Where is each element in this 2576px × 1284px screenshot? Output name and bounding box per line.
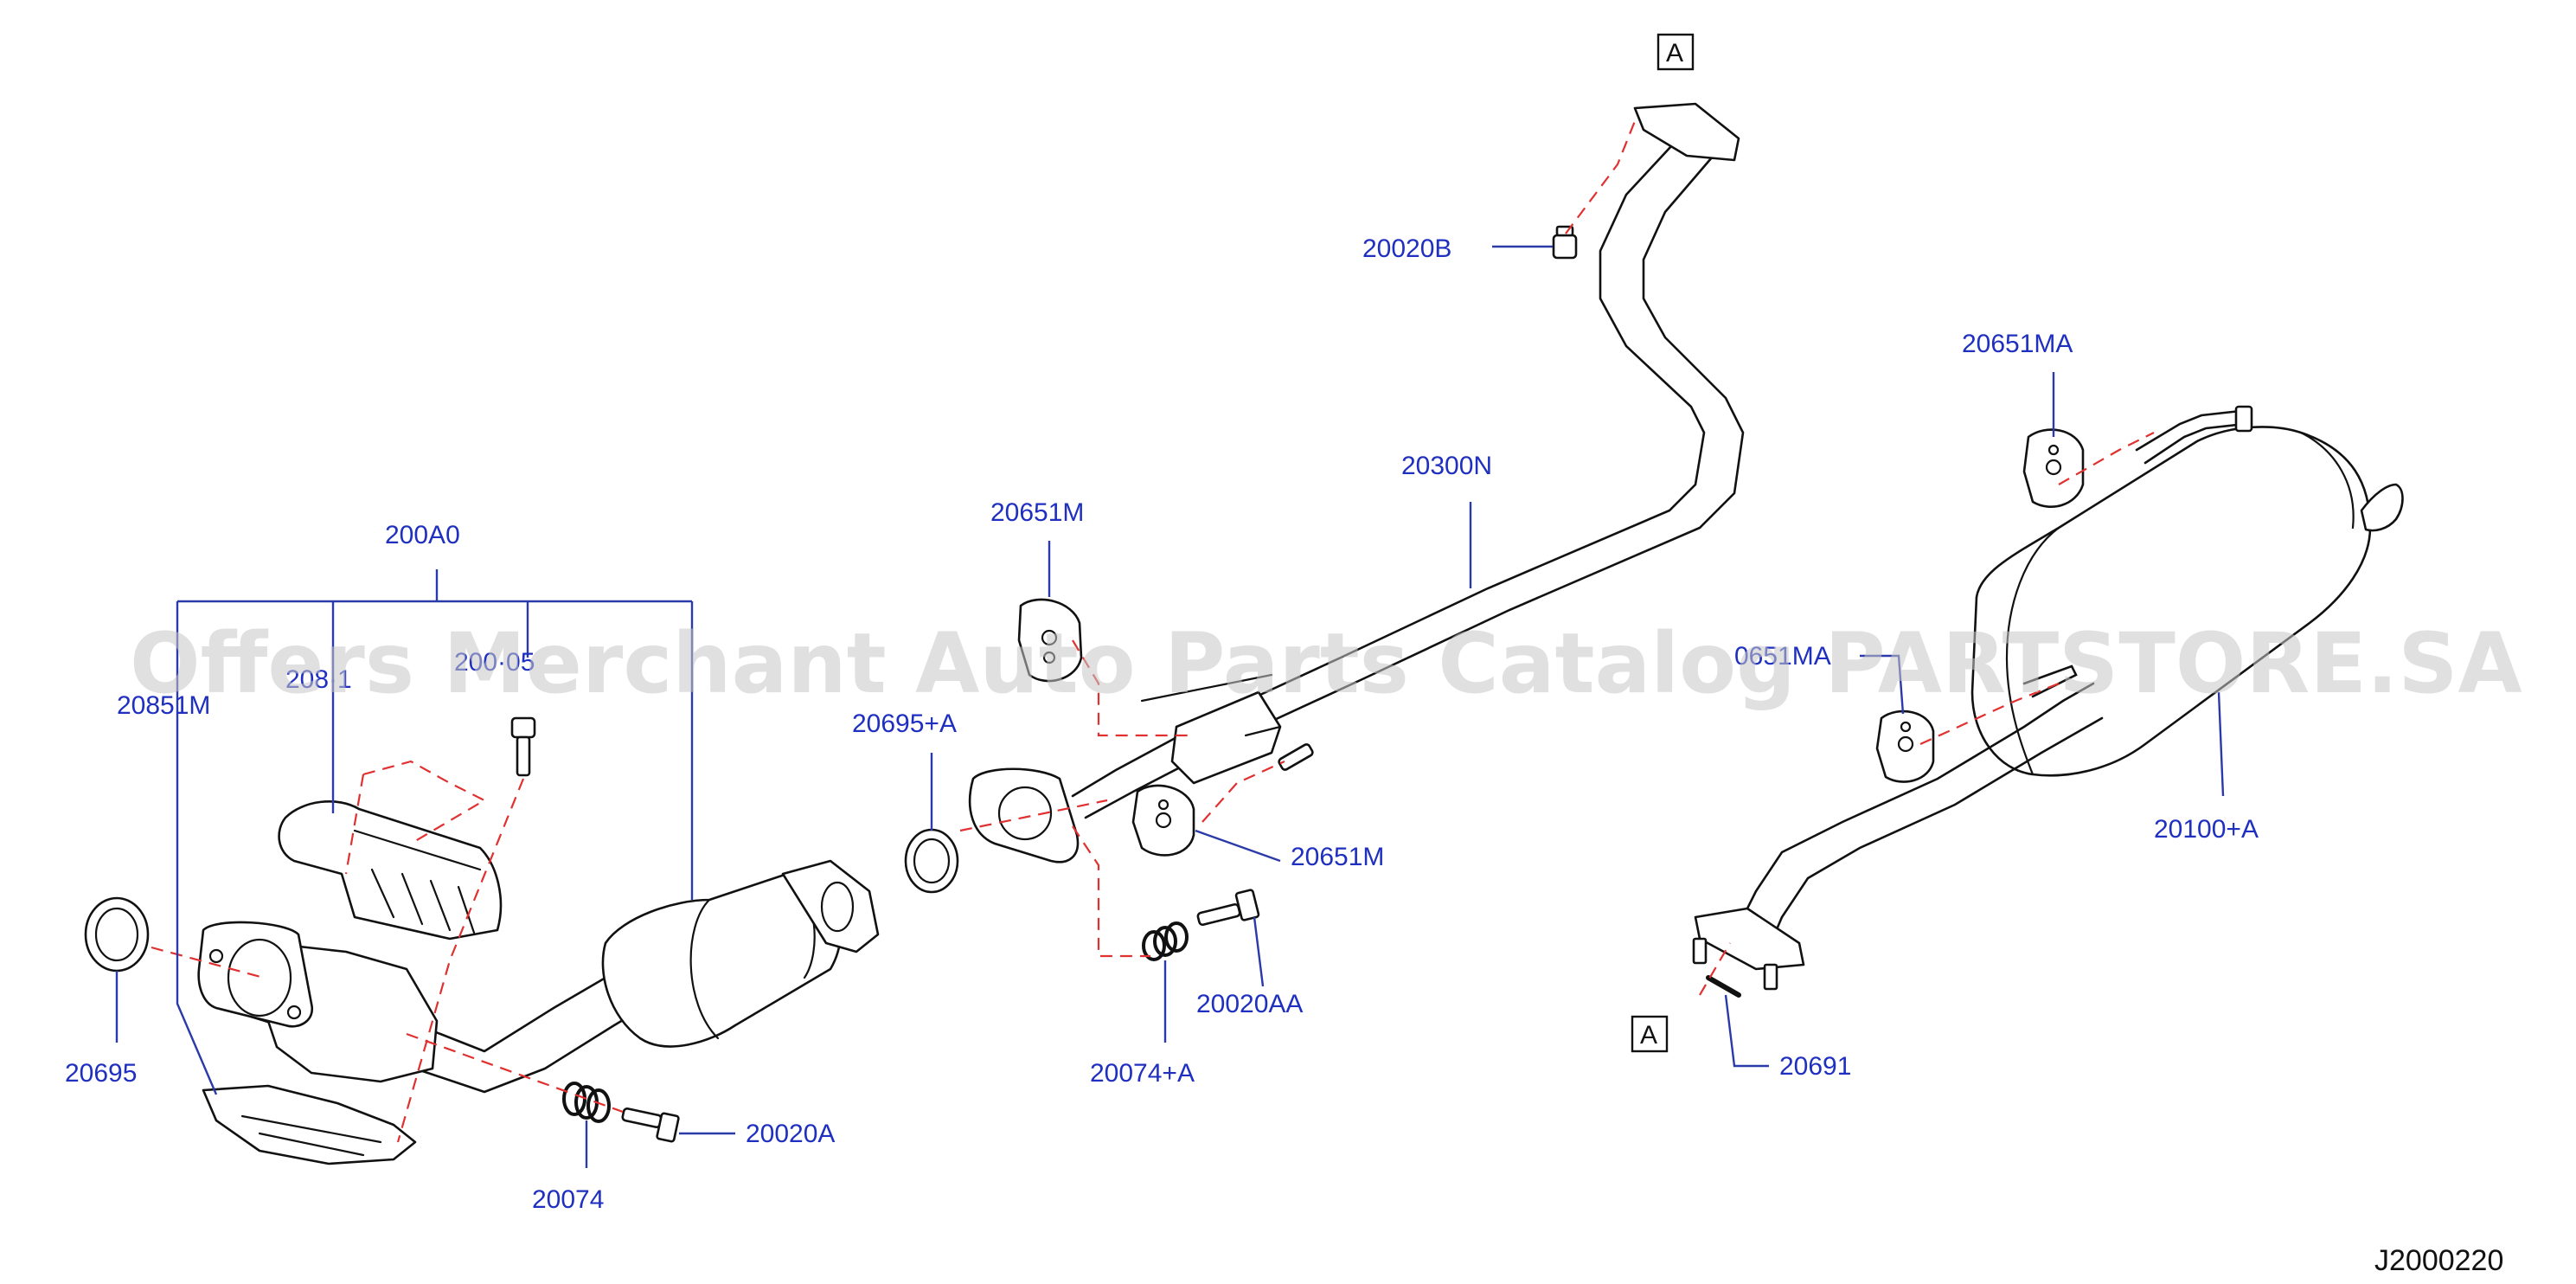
muffler-inlet-flange[interactable] (1694, 907, 1805, 971)
label-20651M-top: 20651M (990, 498, 1084, 527)
centerline-muffler-flange (1699, 942, 1731, 996)
centerline-muffler-mid-rubber (1919, 682, 2060, 746)
label-20695A: 20695+A (852, 709, 957, 738)
front-tube-top-flange[interactable] (1633, 102, 1740, 162)
gasket-20695[interactable] (84, 896, 150, 973)
centerline-shield-box (344, 760, 487, 875)
label-200x5: 200·05 (454, 648, 535, 677)
upper-heat-shield[interactable] (278, 799, 503, 941)
label-20651MA-mid: 0651MA (1734, 642, 1831, 671)
hanger-rubber-20651MA-top[interactable] (2022, 428, 2085, 509)
watermark-text: Offers Merchant Auto Parts Catalog PARTS… (130, 615, 2522, 712)
label-20651M-mid: 20651M (1291, 843, 1384, 871)
spring-20074[interactable] (562, 1082, 611, 1123)
ref-box-top (1656, 33, 1695, 71)
spring-20074A[interactable] (1142, 921, 1189, 961)
ref-label-top: A (1666, 39, 1683, 67)
label-20851M: 20851M (117, 691, 210, 720)
label-20695: 20695 (65, 1059, 137, 1088)
label-20074A: 20074+A (1090, 1059, 1195, 1088)
centerline-muffler-top-rubber (2058, 432, 2155, 485)
bracket-200A0 (176, 569, 694, 1095)
bolt-20020B[interactable] (1552, 225, 1578, 260)
catalytic-converter-group (197, 859, 880, 1094)
centerline-shield-bolt (396, 778, 525, 1143)
hanger-rubber-20651M-top[interactable] (1017, 598, 1083, 683)
front-tube-front-flange[interactable] (968, 767, 1080, 863)
label-20020A: 20020A (746, 1120, 835, 1148)
front-tube-20300N[interactable] (968, 102, 1745, 863)
gasket-20691[interactable] (1706, 975, 1741, 998)
lower-heat-shield[interactable] (202, 1084, 417, 1165)
label-20020AA: 20020AA (1196, 990, 1303, 1018)
label-200A0: 200A0 (385, 521, 460, 549)
hanger-rubber-20651MA-mid[interactable] (1875, 709, 1935, 783)
converter-rear-flange[interactable] (781, 859, 880, 953)
centerline-rubber-top (1072, 639, 1194, 737)
ref-label-bottom: A (1640, 1021, 1657, 1050)
gasket-20695A[interactable] (904, 828, 959, 894)
catalytic-converter-can[interactable] (601, 870, 843, 1048)
label-20020B: 20020B (1362, 234, 1451, 263)
bolt-200x5[interactable] (510, 716, 536, 777)
label-20074: 20074 (532, 1185, 604, 1214)
label-20691: 20691 (1779, 1052, 1851, 1081)
bolt-20020A[interactable] (621, 1107, 680, 1143)
hanger-rubber-20651M-mid[interactable] (1131, 784, 1195, 857)
muffler-20100A[interactable] (1692, 405, 2404, 991)
label-208x1: 208·1 (285, 665, 352, 694)
centerline-front-flange (959, 799, 1150, 958)
manifold-front-flange[interactable] (197, 921, 314, 1028)
bolt-20020AA[interactable] (1196, 889, 1260, 927)
label-20100A: 20100+A (2154, 815, 2259, 844)
diagram-code: J2000220 (2374, 1244, 2503, 1277)
centerline-rubber-mid (1201, 760, 1285, 823)
ref-box-bottom (1631, 1015, 1669, 1053)
label-20300N: 20300N (1401, 452, 1492, 480)
centerline-top-bolt (1565, 120, 1637, 234)
label-20651MA-top: 20651MA (1962, 330, 2073, 358)
